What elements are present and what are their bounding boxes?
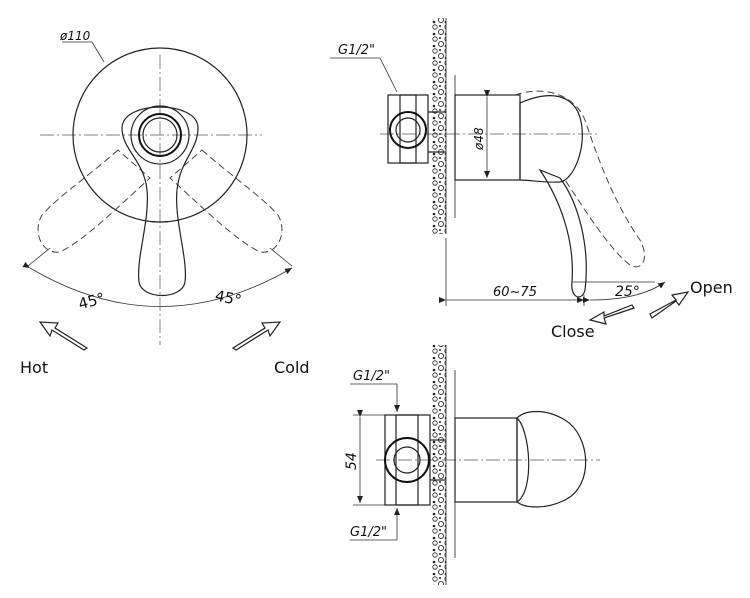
wall-hatching-bottom — [432, 345, 446, 585]
lever-open-position — [514, 90, 645, 268]
open-angle-arc — [582, 281, 666, 304]
angle-extension-right — [269, 247, 293, 267]
top-view: 54 G1/2" G1/2" — [344, 345, 600, 585]
rotation-angle-arc — [22, 261, 293, 307]
side-view: ø48 G1/2" 60~75 25° Open Close — [330, 18, 733, 341]
valve-body — [387, 94, 429, 164]
height-label: 54 — [344, 452, 360, 470]
front-view: ø110 45° 45° Hot Cold — [20, 29, 310, 377]
hot-direction-arrow — [38, 321, 89, 351]
wall-hatching — [432, 18, 446, 234]
handle-position-hot — [37, 149, 151, 253]
close-label: Close — [551, 322, 595, 341]
inlet-port-outer — [389, 111, 427, 149]
cold-direction-arrow — [231, 321, 282, 351]
valve-body-top-inner — [395, 414, 419, 506]
cartridge-housing — [454, 94, 521, 181]
cap-contour — [516, 417, 530, 503]
cold-label: Cold — [274, 358, 310, 377]
outlet-port-inner — [393, 446, 421, 474]
handle-cap — [519, 95, 583, 183]
handle-position-cold — [169, 149, 283, 253]
angle-extension-left — [27, 247, 51, 267]
valve-body-inner — [399, 94, 417, 164]
handle-cap-top — [516, 410, 587, 508]
angle-right-label: 45° — [213, 286, 243, 309]
lever-handle — [121, 106, 199, 296]
escutcheon-plate — [72, 47, 248, 223]
cartridge-inner-ring — [138, 113, 182, 157]
cartridge-outer-ring — [130, 105, 190, 165]
thread-side-label: G1/2" — [338, 43, 375, 58]
thread-top-label: G1/2" — [353, 369, 390, 384]
depth-range-label: 60~75 — [493, 285, 537, 300]
cartridge-core — [142, 117, 178, 153]
body-diameter-label: ø48 — [472, 127, 486, 151]
open-angle-label: 25° — [615, 284, 640, 300]
thread-bottom-label: G1/2" — [350, 525, 387, 540]
lever-side — [538, 168, 587, 298]
close-direction-arrow — [588, 304, 635, 325]
outlet-port-outer — [384, 437, 430, 483]
inlet-port-inner — [395, 117, 421, 143]
open-label: Open — [690, 278, 733, 297]
open-direction-arrow — [649, 291, 690, 319]
hot-label: Hot — [20, 358, 48, 377]
thread-side-leader — [379, 57, 398, 93]
diameter-plate-label: ø110 — [59, 29, 91, 43]
diameter-leader — [91, 41, 105, 63]
